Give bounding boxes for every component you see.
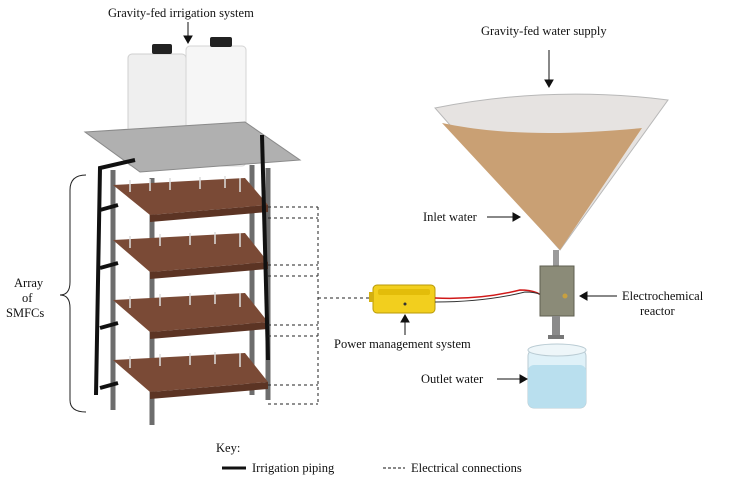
supply-pipe	[553, 250, 559, 268]
power-arrow	[400, 313, 410, 335]
array-brace	[59, 174, 87, 413]
key-irrigation-piping: Irrigation piping	[252, 461, 335, 475]
power-management-label: Power management system	[334, 337, 471, 351]
outlet-water-label: Outlet water	[421, 372, 484, 386]
outlet-arrow	[497, 374, 529, 384]
electrical-connections-array	[268, 206, 372, 405]
power-management-box	[369, 284, 436, 314]
water-supply-cone	[434, 93, 669, 251]
irrigation-piping	[94, 134, 270, 396]
smfc-shelves	[113, 176, 268, 399]
outlet-water-container	[527, 343, 587, 409]
electrochemical-reactor	[539, 265, 575, 339]
array-label-line3: SMFCs	[6, 306, 45, 320]
water-supply-label: Gravity-fed water supply	[481, 24, 607, 38]
reactor-label-line1: Electrochemical	[622, 289, 704, 303]
irrigation-arrow	[183, 22, 193, 45]
reactor-label-line2: reactor	[640, 304, 675, 318]
inlet-water-label: Inlet water	[423, 210, 477, 224]
table-top	[83, 121, 302, 173]
reactor-arrow	[578, 291, 617, 301]
array-label-line2: of	[22, 291, 33, 305]
array-label-line1: Array	[14, 276, 44, 290]
irrigation-system-label: Gravity-fed irrigation system	[108, 6, 254, 20]
key-title: Key:	[216, 441, 241, 455]
key-electrical-connections: Electrical connections	[411, 461, 522, 475]
water-supply-arrow	[544, 50, 554, 89]
inlet-arrow	[487, 212, 522, 222]
